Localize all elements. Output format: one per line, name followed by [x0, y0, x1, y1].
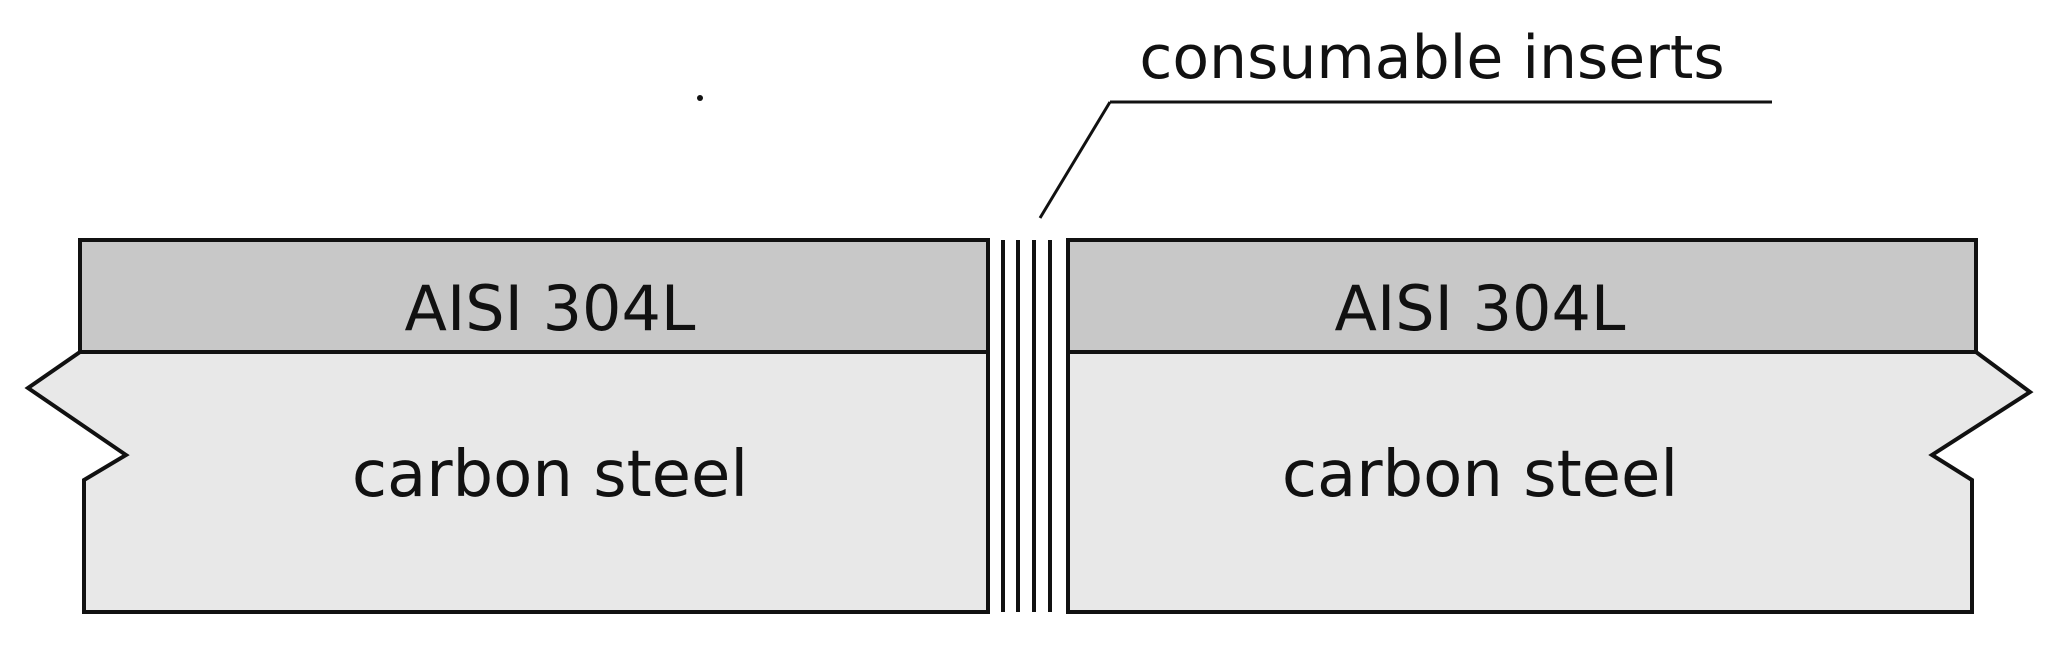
right-clad-layer — [1066, 238, 1978, 354]
left-base-label: carbon steel — [352, 438, 748, 512]
right-base-layer — [1066, 350, 2034, 614]
left-plate: AISI 304L carbon steel — [24, 238, 990, 614]
right-base-label: carbon steel — [1282, 438, 1678, 512]
callout-label: consumable inserts — [1139, 23, 1724, 93]
right-plate: AISI 304L carbon steel — [1066, 238, 2034, 614]
callout: consumable inserts — [1038, 23, 1772, 219]
left-clad-layer — [78, 238, 990, 354]
right-clad-label: AISI 304L — [1335, 272, 1626, 345]
consumable-inserts — [986, 240, 1070, 612]
insert-gap — [988, 240, 1068, 612]
stray-dot — [697, 95, 703, 101]
callout-leader-line — [1038, 101, 1112, 219]
left-clad-label: AISI 304L — [405, 272, 696, 345]
